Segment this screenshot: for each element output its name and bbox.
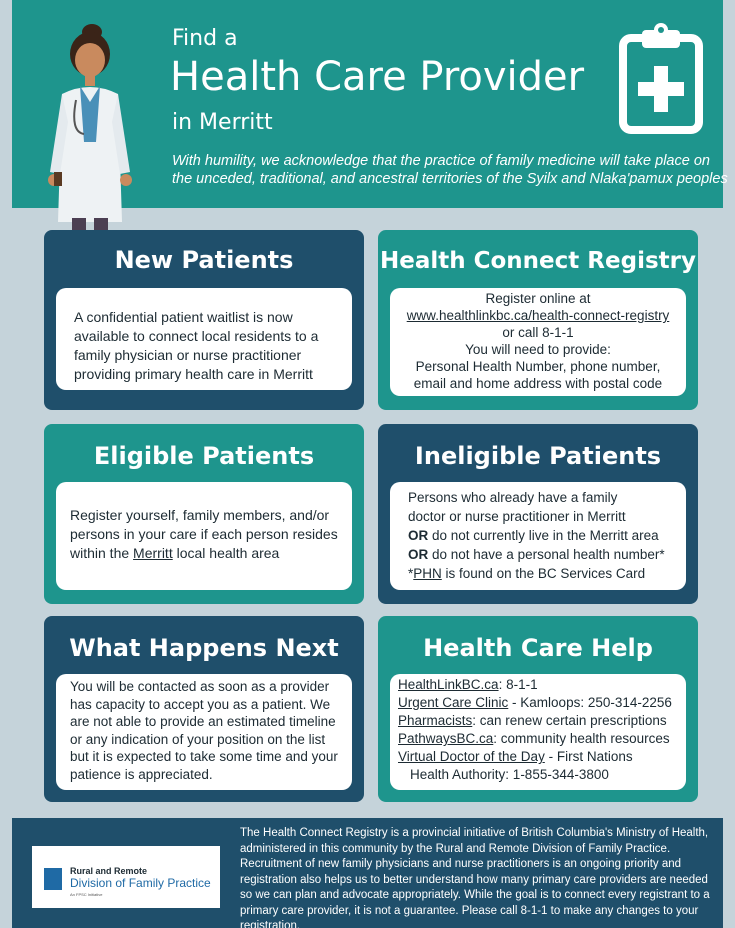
merritt-link[interactable]: Merritt <box>133 545 173 561</box>
help-item-text: - First Nations <box>544 749 633 764</box>
next-card: What Happens Next You will be contacted … <box>44 616 364 802</box>
ineligible-line5-text: is found on the BC Services Card <box>441 566 646 581</box>
help-item-text: : can renew certain prescriptions <box>472 713 667 728</box>
registry-line4: You will need to provide: <box>465 342 611 357</box>
land-acknowledgement: With humility, we acknowledge that the p… <box>172 153 728 187</box>
eligible-card: Eligible Patients Register yourself, fam… <box>44 424 364 604</box>
ineligible-line1: Persons who already have a family <box>408 490 618 505</box>
eligible-title: Eligible Patients <box>93 442 315 470</box>
help-item: Virtual Doctor of the Day - First Nation… <box>398 748 678 766</box>
or-label: OR <box>408 528 429 543</box>
eligible-text-after: local health area <box>172 545 280 561</box>
help-body: HealthLinkBC.ca: 8-1-1 Urgent Care Clini… <box>390 674 686 790</box>
new-patients-text: A confidential patient waitlist is now a… <box>74 309 319 382</box>
page-title: Health Care Provider <box>170 54 585 100</box>
urgent-care-link[interactable]: Urgent Care Clinic <box>398 695 509 710</box>
help-item: Urgent Care Clinic - Kamloops: 250-314-2… <box>398 694 678 712</box>
logo-line3: An FPSC Initiative <box>70 892 103 897</box>
phn-link[interactable]: PHN <box>413 566 442 581</box>
person-icon <box>44 868 62 890</box>
healthlink-link[interactable]: HealthLinkBC.ca <box>398 677 499 692</box>
help-title: Health Care Help <box>423 634 653 662</box>
asterisk: * <box>408 566 414 581</box>
next-title: What Happens Next <box>69 634 339 662</box>
title-line-1: Find a <box>172 26 238 51</box>
help-item: HealthLinkBC.ca: 8-1-1 <box>398 676 678 694</box>
registry-line1: Register online at <box>485 291 591 306</box>
new-patients-card: New Patients A confidential patient wait… <box>44 230 364 410</box>
help-item: Pharmacists: can renew certain prescript… <box>398 712 678 730</box>
help-item-text: : 8-1-1 <box>498 677 538 692</box>
help-item-text: - Kamloops: 250-314-2256 <box>508 695 672 710</box>
eligible-body: Register yourself, family members, and/o… <box>56 482 352 590</box>
ineligible-line4-text: do not have a personal health number* <box>428 547 665 562</box>
registry-line6: email and home address with postal code <box>413 376 663 391</box>
pathways-link[interactable]: PathwaysBC.ca <box>398 731 494 746</box>
ineligible-line2: doctor or nurse practitioner in Merritt <box>408 509 626 524</box>
registry-title: Health Connect Registry <box>380 248 696 274</box>
registry-card: Health Connect Registry Register online … <box>378 230 698 410</box>
registry-line3: or call 8-1-1 <box>502 325 574 340</box>
logo-line1: Rural and Remote <box>70 866 148 876</box>
ineligible-body: Persons who already have a family doctor… <box>390 482 686 590</box>
ineligible-line4: OR do not have a personal health number* <box>408 545 668 564</box>
ineligible-title: Ineligible Patients <box>414 442 662 470</box>
ineligible-card: Ineligible Patients Persons who already … <box>378 424 698 604</box>
header-banner: Find a Health Care Provider in Merritt W… <box>12 0 728 208</box>
title-line-3: in Merritt <box>172 110 273 135</box>
registry-link[interactable]: www.healthlinkbc.ca/health-connect-regis… <box>406 308 670 323</box>
new-patients-body: A confidential patient waitlist is now a… <box>56 288 352 390</box>
ineligible-line3-text: do not currently live in the Merritt are… <box>428 528 659 543</box>
registry-line5: Personal Health Number, phone number, <box>415 359 661 374</box>
help-item: PathwaysBC.ca: community health resource… <box>398 730 678 748</box>
next-body: You will be contacted as soon as a provi… <box>56 674 352 790</box>
ineligible-line3: OR do not currently live in the Merritt … <box>408 526 668 545</box>
ineligible-line5: *PHN is found on the BC Services Card <box>408 564 668 583</box>
footer-text: The Health Connect Registry is a provinc… <box>240 827 710 928</box>
or-label: OR <box>408 547 429 562</box>
help-last-line: Health Authority: 1-855-344-3800 <box>410 767 609 782</box>
virtual-doctor-link[interactable]: Virtual Doctor of the Day <box>398 749 545 764</box>
pharmacists-link[interactable]: Pharmacists <box>398 713 473 728</box>
division-logo: Rural and Remote Division of Family Prac… <box>32 846 220 908</box>
eligible-text-before: Register yourself, family members, and/o… <box>70 507 338 561</box>
registry-body: Register online at www.healthlinkbc.ca/h… <box>390 288 686 396</box>
logo-line2: Division of Family Practice <box>70 876 211 890</box>
footer: Rural and Remote Division of Family Prac… <box>12 818 723 928</box>
help-card: Health Care Help HealthLinkBC.ca: 8-1-1 … <box>378 616 698 802</box>
next-text: You will be contacted as soon as a provi… <box>70 679 338 782</box>
clipboard-medical-icon <box>619 23 703 134</box>
help-item-text: : community health resources <box>493 731 670 746</box>
new-patients-title: New Patients <box>114 246 294 274</box>
